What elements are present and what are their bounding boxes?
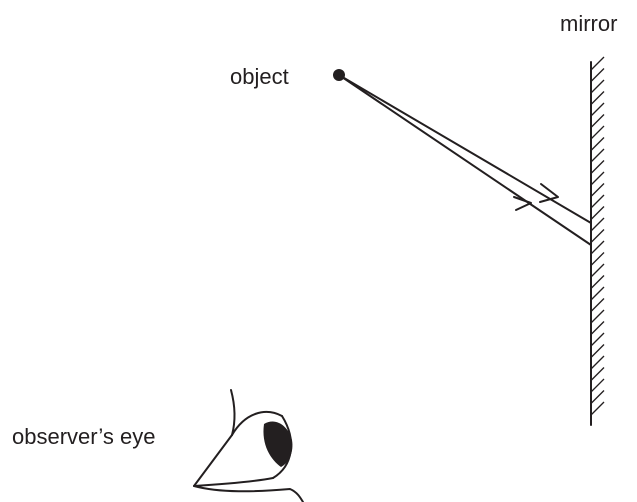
mirror-hatch-line: [590, 137, 605, 151]
eye-icon: [193, 389, 304, 502]
observer-eye-label: observer’s eye: [12, 424, 155, 449]
ray-upper: [338, 74, 592, 224]
eye-upper-outline: [231, 411, 283, 436]
mirror-label: mirror: [560, 11, 617, 36]
eye-lower-lid: [193, 485, 304, 502]
mirror-hatch-line: [590, 390, 605, 404]
light-rays: [338, 74, 592, 246]
mirror-hatch-line: [590, 171, 605, 186]
mirror-hatch-line: [590, 114, 605, 128]
mirror-hatch-line: [590, 125, 605, 140]
mirror-hatch-line: [590, 321, 605, 335]
mirror-hatching: [590, 56, 605, 416]
eye-eyelid-top: [230, 389, 236, 436]
mirror-hatch-line: [590, 194, 605, 209]
ray-lower: [338, 74, 592, 246]
eye-under-outline: [193, 477, 274, 487]
eye-lower-outline: [193, 434, 233, 487]
mirror-hatch-line: [590, 91, 605, 105]
mirror-hatch-line: [590, 229, 605, 243]
mirror-hatch-line: [590, 355, 605, 370]
mirror-hatch-line: [590, 68, 605, 82]
mirror-hatch-line: [590, 344, 605, 358]
mirror-hatch-line: [590, 309, 605, 324]
mirror-hatch-line: [590, 378, 605, 393]
mirror-hatch-line: [590, 263, 605, 278]
mirror-hatch-line: [590, 217, 605, 232]
mirror-hatch-line: [590, 401, 605, 416]
mirror-hatch-line: [590, 160, 605, 174]
mirror-hatch-line: [590, 275, 605, 289]
mirror-hatch-line: [590, 79, 605, 94]
mirror-hatch-line: [590, 298, 605, 312]
mirror: [590, 56, 605, 426]
ray-lower-arrowhead: [513, 196, 532, 211]
mirror-hatch-line: [590, 367, 605, 381]
mirror-hatch-line: [590, 148, 605, 163]
object-label: object: [230, 64, 289, 89]
mirror-hatch-line: [590, 240, 605, 255]
mirror-hatch-line: [590, 252, 605, 266]
mirror-hatch-line: [590, 102, 605, 117]
mirror-hatch-line: [590, 332, 605, 347]
mirror-hatch-line: [590, 56, 605, 71]
mirror-hatch-line: [590, 286, 605, 301]
mirror-hatch-line: [590, 183, 605, 197]
eye-pupil: [263, 421, 293, 467]
mirror-hatch-line: [590, 206, 605, 220]
ray-upper-arrowhead: [539, 183, 559, 203]
